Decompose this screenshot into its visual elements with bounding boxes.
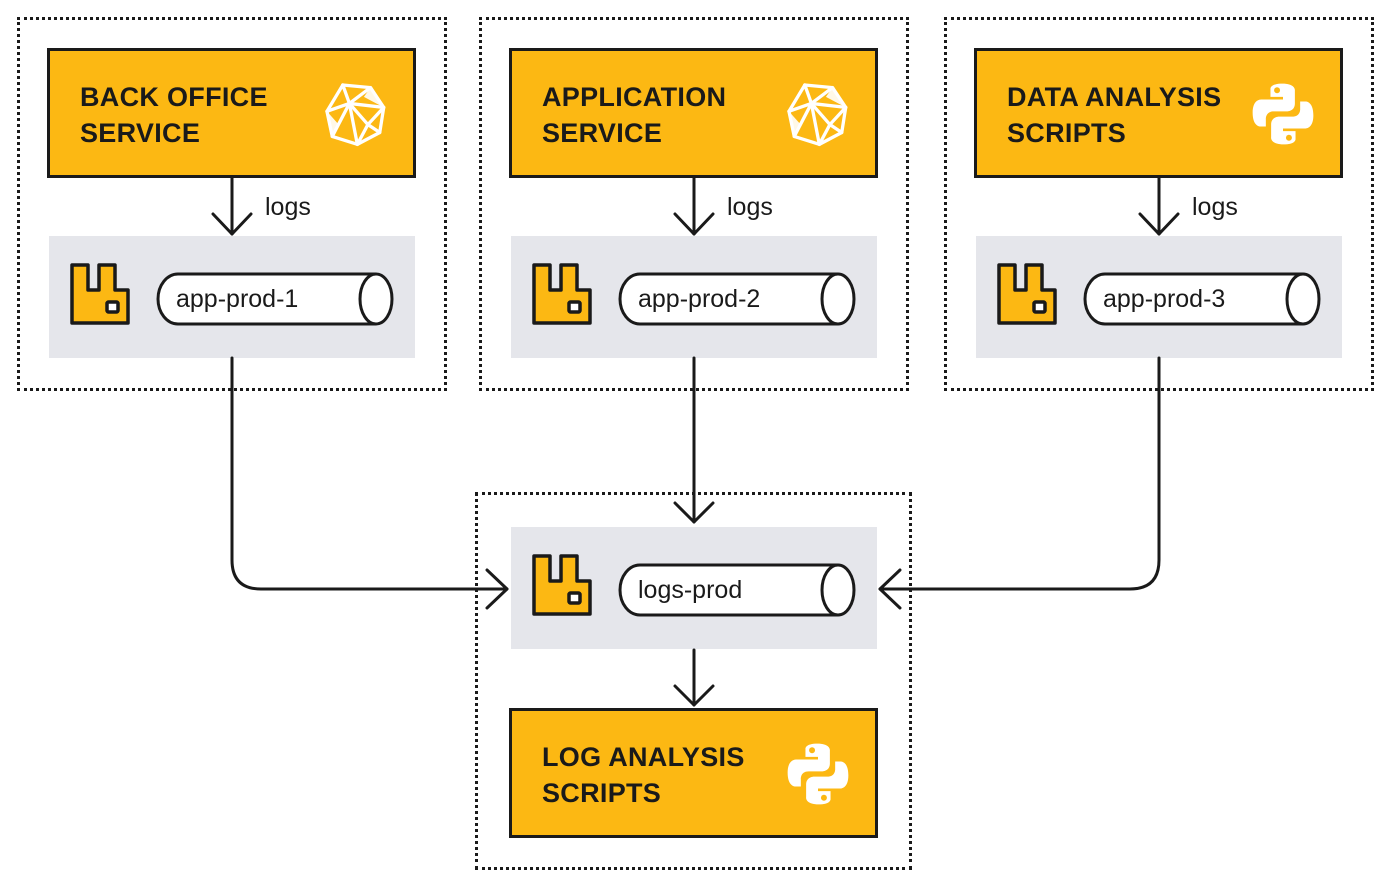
data-analysis-scripts-box[interactable]: DATA ANALYSIS SCRIPTS: [974, 48, 1343, 178]
broker-app-prod-1: app-prod-1: [49, 236, 415, 358]
log-analysis-scripts-box[interactable]: LOG ANALYSIS SCRIPTS: [509, 708, 878, 838]
arrow-application-to-app-prod-2: [673, 176, 715, 236]
logs-edge-label: logs: [727, 193, 773, 221]
application-service-box[interactable]: APPLICATION SERVICE: [509, 48, 878, 178]
queue-app-prod-2[interactable]: app-prod-2: [618, 272, 856, 326]
arrow-app-prod-1-to-logs-prod: [230, 356, 509, 610]
queue-app-prod-3[interactable]: app-prod-3: [1083, 272, 1321, 326]
broker-app-prod-3: app-prod-3: [976, 236, 1342, 358]
arrow-data-analysis-to-app-prod-3: [1138, 176, 1180, 236]
arrow-logs-prod-to-log-analysis: [673, 648, 715, 707]
queue-label: logs-prod: [638, 576, 743, 604]
queue-app-prod-1[interactable]: app-prod-1: [156, 272, 394, 326]
data-analysis-scripts-label: DATA ANALYSIS SCRIPTS: [1007, 82, 1222, 148]
arrow-app-prod-2-to-logs-prod: [673, 356, 715, 524]
arrow-back-office-to-app-prod-1: [211, 176, 253, 236]
queue-logs-prod[interactable]: logs-prod: [618, 563, 856, 617]
queue-label: app-prod-2: [638, 285, 761, 313]
back-office-service-label: BACK OFFICE SERVICE: [80, 82, 268, 148]
logs-edge-label: logs: [1192, 193, 1238, 221]
application-service-label: APPLICATION SERVICE: [542, 82, 727, 148]
broker-app-prod-2: app-prod-2: [511, 236, 877, 358]
arrow-app-prod-3-to-logs-prod: [878, 356, 1161, 610]
broker-logs-prod: logs-prod: [511, 527, 877, 649]
logs-edge-label: logs: [265, 193, 311, 221]
back-office-service-box[interactable]: BACK OFFICE SERVICE: [47, 48, 416, 178]
queue-label: app-prod-1: [176, 285, 299, 313]
queue-label: app-prod-3: [1103, 285, 1226, 313]
log-analysis-scripts-label: LOG ANALYSIS SCRIPTS: [542, 742, 745, 808]
